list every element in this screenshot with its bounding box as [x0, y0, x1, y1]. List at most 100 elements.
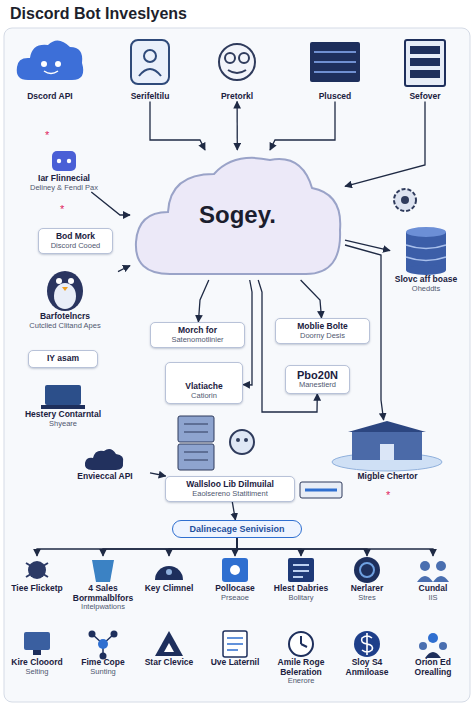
- coin-icon: [354, 631, 380, 657]
- tag-icon: [300, 482, 342, 498]
- connector-arrow: [345, 240, 390, 251]
- node-text: Doorny Desis: [280, 332, 365, 340]
- network-icon: [89, 631, 118, 660]
- icon-node: Amile Roge BelerationEnerore: [269, 630, 333, 685]
- node-text: Star Clevice: [137, 658, 201, 668]
- dome-icon: [155, 566, 183, 580]
- icon-node: Migble Chertor: [330, 420, 445, 482]
- node-text: Sogey.: [199, 202, 276, 229]
- building-illustration: [332, 421, 442, 471]
- process-box: Moblie BolteDoorny Desis: [275, 318, 370, 344]
- process-box: Morch forSatenomotlinier: [150, 322, 245, 348]
- profile-icon: [131, 40, 169, 84]
- icon-node: Orion Ed Orealling: [401, 630, 465, 677]
- triangle-icon: [155, 631, 183, 656]
- node-text: Deliney & Fendl Pax: [14, 184, 114, 192]
- bug-icon: [26, 561, 48, 579]
- node-text: Sloy S4 Anmiloase: [335, 658, 399, 677]
- icon-node: Kire ClooordSelting: [5, 630, 69, 676]
- connector-arrow: [232, 502, 235, 520]
- connector-arrow: [236, 102, 237, 151]
- node-text: Eaolsereno Statitiment: [170, 490, 290, 498]
- process-box: Pbo20NManestierd: [285, 365, 350, 394]
- process-box: IY asam: [28, 350, 98, 368]
- diagram-title: Discord Bot Inveslyens: [10, 5, 187, 23]
- icon-node: Plusced: [297, 36, 373, 102]
- connector-arrow: [150, 473, 166, 476]
- node-text: Hlest Dabries: [269, 584, 333, 594]
- icon-node: Hlest DabriesBolitary: [269, 556, 333, 602]
- flag-icon: [288, 558, 314, 582]
- team-icon: [419, 633, 447, 658]
- clock-icon: [289, 632, 313, 656]
- node-text: Discord Cooed: [43, 242, 108, 250]
- node-text: Kire Clooord: [5, 658, 69, 668]
- robot-illustration: [230, 430, 254, 454]
- connector-arrow: [118, 266, 130, 272]
- cloud-node: Sogey.: [130, 150, 345, 280]
- gear-icon: [394, 189, 416, 211]
- node-text: Key Climnel: [137, 584, 201, 594]
- icon-node: Dscord API: [12, 36, 88, 102]
- laptop-icon: [41, 385, 85, 409]
- server-rack-icon: [310, 42, 360, 82]
- icon-node: Hestery ContarntalShyeare: [8, 382, 118, 428]
- node-text: Iar Flinnecial: [14, 174, 114, 184]
- sheet-icon: [223, 631, 247, 657]
- node-text: Pbo20N: [290, 369, 345, 381]
- connector-arrow: [270, 102, 335, 151]
- doc-icon: [222, 558, 248, 582]
- discord-icon: [52, 151, 76, 171]
- icon-node: Envieccal API: [60, 446, 150, 482]
- connector-arrow: [169, 538, 237, 556]
- bucket-icon: [92, 560, 114, 582]
- icon-node: Fime CopeSunting: [71, 630, 135, 676]
- node-text: Cutclied Clitand Apes: [12, 322, 118, 330]
- node-text: Cundal: [401, 584, 465, 594]
- monitor-icon: [24, 632, 50, 655]
- node-text: Sunting: [71, 668, 135, 676]
- cloud-icon: [17, 40, 84, 80]
- node-text: Catiorin: [170, 392, 238, 400]
- process-box: Bod MorkDiscord Cooed: [38, 228, 113, 254]
- node-text: Barfotelncrs: [12, 312, 118, 322]
- connector-arrow: [237, 538, 301, 556]
- icon-node: 4 Sales BormmalblforsIntelpwations: [71, 556, 135, 611]
- asterisk-mark: *: [60, 204, 64, 215]
- connector-arrow: [91, 192, 130, 215]
- band-label: Dalinecage Senivision: [172, 520, 302, 538]
- connector-arrow: [198, 280, 208, 322]
- icon-node: Sloy S4 Anmiloase: [335, 630, 399, 677]
- icon-node: Pretorkl: [200, 36, 274, 102]
- node-text: Selting: [5, 668, 69, 676]
- connector-arrow: [37, 538, 237, 556]
- badge-icon: [354, 557, 380, 583]
- people-icon: [417, 561, 449, 582]
- icon-node: Star Clevice: [137, 630, 201, 668]
- connector-arrow: [150, 102, 205, 151]
- node-text: 4 Sales Bormmalblfors: [71, 584, 135, 603]
- node-text: Manestierd: [290, 381, 345, 389]
- node-text: Intelpwations: [71, 603, 135, 611]
- node-text: IY asam: [33, 354, 93, 364]
- asterisk-mark: *: [45, 130, 49, 141]
- database-icon: [406, 227, 446, 275]
- connector-arrow: [301, 280, 322, 318]
- connector-arrow: [345, 102, 425, 187]
- node-text: Serifeltilu: [112, 92, 188, 102]
- node-text: Bod Mork: [43, 232, 108, 242]
- node-text: Stres: [335, 594, 399, 602]
- panel: [4, 28, 470, 702]
- node-text: Nerlarer: [335, 584, 399, 594]
- node-text: Enerore: [269, 677, 333, 685]
- icon-node: Iar FlinnecialDeliney & Fendl Pax: [14, 148, 114, 192]
- node-text: Tiee Flicketp: [5, 584, 69, 594]
- icon-node: Key Climnel: [137, 556, 201, 594]
- icon-node: Sefover: [388, 36, 462, 102]
- node-text: Slovc aff boase: [390, 275, 462, 285]
- node-text: Hestery Contarntal: [8, 410, 118, 420]
- node-text: Morch for: [155, 326, 240, 336]
- server-illustration: [178, 416, 214, 470]
- node-text: Sefover: [388, 92, 462, 102]
- icon-node: NerlarerStres: [335, 556, 399, 602]
